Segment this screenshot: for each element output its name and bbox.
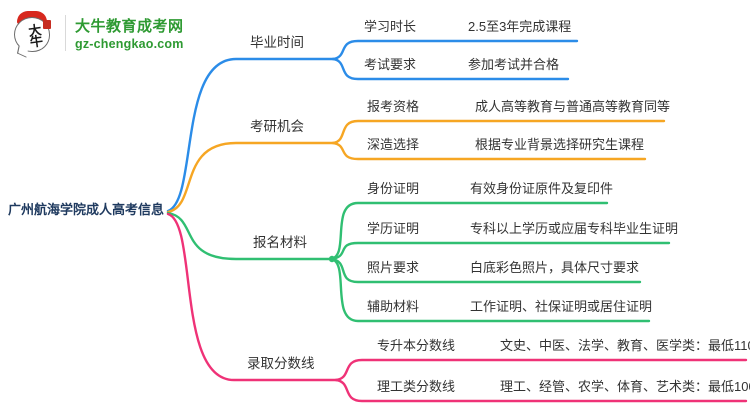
branch-0-child-0-value: 2.5至3年完成课程 <box>468 19 572 34</box>
branch-0-label: 毕业时间 <box>250 35 304 50</box>
branch-1-child-0-line <box>331 119 666 145</box>
logo-seal-stamp <box>43 20 51 29</box>
branch-3-child-0-label: 专升本分数线 <box>377 338 456 353</box>
branch-2-label: 报名材料 <box>253 235 307 250</box>
site-logo[interactable]: 大牛 大牛教育成考网 gz-chengkao.com <box>12 10 184 58</box>
branch-1-child-1-line <box>331 141 647 161</box>
branch-2-child-1-label: 学历证明 <box>367 221 420 236</box>
branch-1-child-1-value: 根据专业背景选择研究生课程 <box>475 137 645 152</box>
branch-0-wires <box>166 39 579 213</box>
branch-2-child-1-value: 专科以上学历或应届专科毕业生证明 <box>470 221 679 236</box>
logo-divider <box>65 15 66 51</box>
branch-2-wires <box>166 201 671 323</box>
branch-3-child-0-line <box>334 358 748 382</box>
branch-2-child-3-value: 工作证明、社保证明或居住证明 <box>470 299 653 314</box>
branch-2-child-1-line <box>329 241 671 261</box>
daniu-bubble-icon: 大牛 <box>12 10 56 58</box>
root-topic: 广州航海学院成人高考信息 <box>8 202 165 217</box>
branch-2-child-0-value: 有效身份证原件及复印件 <box>470 181 614 196</box>
branch-1-label: 考研机会 <box>250 119 304 134</box>
branch-3-wires <box>166 212 748 403</box>
branch-1-trunk-line <box>166 141 335 214</box>
branch-2-child-2-label: 照片要求 <box>367 260 420 275</box>
branch-2-child-0-line <box>329 201 609 261</box>
branch-0-child-0-line <box>331 39 579 61</box>
branch-0-child-1-value: 参加考试并合格 <box>468 57 560 72</box>
branch-1-child-1-label: 深造选择 <box>367 137 420 152</box>
branch-1-child-0-label: 报考资格 <box>367 99 420 114</box>
branch-2-child-2-value: 白底彩色照片，具体尺寸要求 <box>470 260 640 275</box>
branch-2-child-2-line <box>329 257 642 284</box>
branch-0-child-0-label: 学习时长 <box>364 19 417 34</box>
branch-0-child-1-line <box>331 57 570 81</box>
branch-3-child-1-label: 理工类分数线 <box>377 379 456 394</box>
branch-3-trunk-line <box>166 212 338 382</box>
logo-domain: gz-chengkao.com <box>75 37 184 51</box>
logo-text-block: 大牛教育成考网 gz-chengkao.com <box>75 15 184 51</box>
branch-2-child-0-label: 身份证明 <box>367 181 420 196</box>
branch-0-trunk-line <box>166 57 335 213</box>
branch-2-child-3-line <box>329 257 651 323</box>
branch-2-trunk-line <box>166 211 333 261</box>
branch-2-junction-dot <box>328 255 336 263</box>
branch-3-child-1-line <box>334 378 748 403</box>
branch-3-child-0-value: 文史、中医、法学、教育、医学类：最低110分 <box>500 338 750 353</box>
branch-2-child-3-label: 辅助材料 <box>367 299 420 314</box>
logo-title: 大牛教育成考网 <box>75 18 184 35</box>
branch-0-child-1-label: 考试要求 <box>364 57 417 72</box>
branch-1-child-0-value: 成人高等教育与普通高等教育同等 <box>475 99 671 114</box>
branch-3-label: 录取分数线 <box>247 356 315 371</box>
branch-3-child-1-value: 理工、经管、农学、体育、艺术类：最低100分 <box>500 379 750 394</box>
branch-1-wires <box>166 119 666 214</box>
